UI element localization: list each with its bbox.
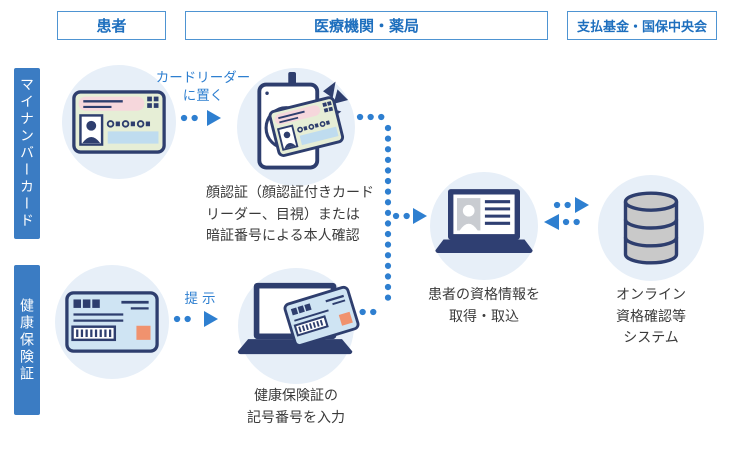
arrow-insurance-to-laptop: [173, 311, 218, 327]
qualification-laptop-node: [430, 172, 538, 280]
card-reader-icon: [257, 72, 349, 170]
column-header-patient-label: 患者: [96, 18, 127, 35]
column-header-medical-institution-label: 医療機関・薬局: [313, 18, 419, 35]
row-label-health-insurance-card-text: 健康保険証: [19, 297, 35, 383]
face-auth-caption: 顔認証（顔認証付きカード リーダー、目視）または 暗証番号による本人確認: [206, 184, 374, 244]
column-header-medical-institution: 医療機関・薬局: [185, 11, 548, 40]
column-header-patient: 患者: [57, 11, 166, 40]
insurance-card-node: [55, 265, 169, 379]
row-label-mynumber-card: マイナンバーカード: [14, 68, 40, 239]
laptop-insurance-card-node: [237, 268, 360, 384]
online-system-caption: オンライン 資格確認等 システム: [616, 286, 686, 346]
present-label: 提示: [184, 291, 220, 306]
acquire-info-caption: 患者の資格情報を 取得・取込: [428, 286, 540, 324]
insurance-card-icon: [65, 291, 159, 353]
laptop-id-screen-icon: [435, 189, 533, 253]
mynumber-card-node: [62, 65, 176, 179]
arrow-database-to-laptop: [544, 214, 585, 230]
arrow-card-to-reader: [180, 110, 221, 126]
arrow-junction-to-laptop: [392, 208, 427, 224]
column-header-payment-fund-label: 支払基金・国保中央会: [576, 19, 707, 34]
database-icon: [623, 191, 679, 265]
arrow-laptop-to-database: [553, 197, 589, 213]
laptop-insurance-card-icon: [237, 282, 360, 355]
insurance-input-caption: 健康保険証の 記号番号を入力: [247, 387, 345, 425]
row-label-mynumber-card-text: マイナンバーカード: [19, 77, 35, 230]
card-reader-node: [237, 68, 355, 186]
row-label-health-insurance-card: 健康保険証: [14, 265, 40, 415]
path-reader-to-junction: [348, 113, 394, 316]
column-header-payment-fund: 支払基金・国保中央会: [567, 11, 717, 40]
place-on-reader-label: カードリーダー に置く: [155, 70, 251, 104]
mynumber-card-icon: [72, 90, 166, 154]
online-system-node: [598, 175, 704, 281]
